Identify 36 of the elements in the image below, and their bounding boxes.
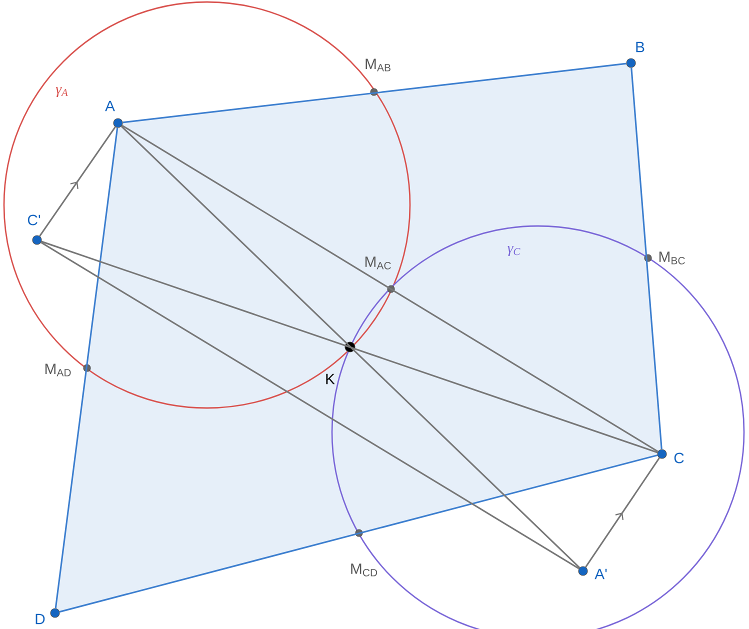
line-segment <box>39 126 116 237</box>
line-segment <box>41 240 658 454</box>
point: A' <box>578 566 607 580</box>
line-segment <box>120 126 580 568</box>
node-label: M$_{AC}$ <box>365 256 391 270</box>
line-segment <box>630 68 662 450</box>
circle-label: γ$_{A}$ <box>56 86 68 98</box>
point: A <box>105 100 123 128</box>
node-label: A' <box>594 568 607 580</box>
point: M$_{AC}$ <box>365 256 395 293</box>
node-label: C' <box>28 214 40 226</box>
point: M$_{AB}$ <box>366 58 390 96</box>
point: M$_{CD}$ <box>351 529 378 576</box>
line-segment <box>40 242 580 570</box>
point: D <box>36 608 60 624</box>
line-segment <box>585 458 660 568</box>
line-segment <box>122 124 658 452</box>
node-label: A <box>105 100 115 112</box>
line-segment <box>122 62 626 124</box>
point: B <box>626 42 644 68</box>
node-label: B <box>636 42 644 52</box>
line-segment <box>54 128 118 608</box>
node-label: D <box>36 614 45 624</box>
point: C <box>657 449 684 464</box>
line-segment <box>59 454 658 613</box>
circle-label: γ$_{C}$ <box>508 246 520 256</box>
node-label: M$_{BC}$ <box>659 252 685 264</box>
node-label: M$_{AB}$ <box>366 58 390 72</box>
point: M$_{AD}$ <box>45 364 91 376</box>
point: M$_{BC}$ <box>644 252 685 264</box>
node-label: M$_{CD}$ <box>351 564 378 576</box>
point: K <box>326 342 356 384</box>
point: C' <box>28 214 42 245</box>
node-label: K <box>326 374 335 384</box>
node-label: C <box>674 452 684 464</box>
node-label: M$_{AD}$ <box>45 364 71 376</box>
